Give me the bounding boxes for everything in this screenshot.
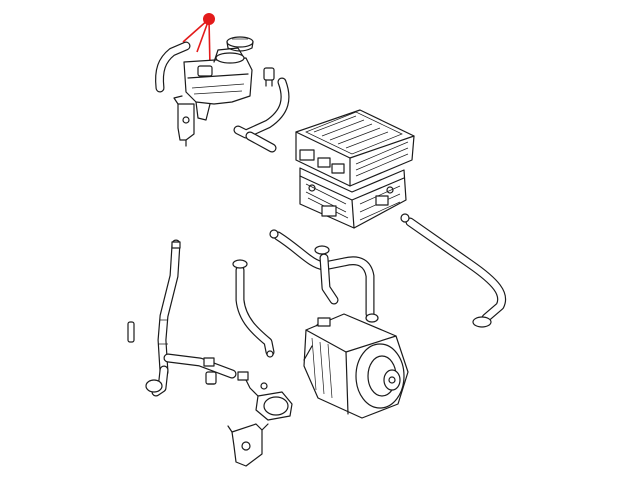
small-center-hose [232, 259, 275, 358]
connector [205, 371, 217, 385]
hose-clamp [472, 316, 492, 328]
right-coolant-hose [400, 213, 506, 328]
power-electronics-lower-module [299, 167, 407, 229]
upper-coolant-hose [233, 77, 290, 153]
center-coolant-hose [269, 229, 379, 323]
coolant-reservoir [183, 47, 253, 121]
connector [263, 67, 275, 87]
reservoir-neck [215, 52, 245, 64]
motor-shaft [383, 369, 401, 391]
lower-coolant-hose [145, 353, 237, 397]
left-vertical-pipe [157, 239, 181, 377]
drive-motor [303, 313, 409, 419]
callout-dot [203, 13, 215, 25]
callout-marker [182, 13, 215, 69]
motor-end-cover [355, 343, 405, 409]
reservoir-cap [226, 36, 254, 52]
power-electronics-upper-module [295, 109, 415, 187]
electric-coolant-pump [237, 371, 293, 421]
reservoir-hose [155, 41, 191, 93]
reservoir-bracket [173, 95, 195, 147]
pump-bracket [227, 423, 269, 467]
clip [127, 321, 135, 343]
